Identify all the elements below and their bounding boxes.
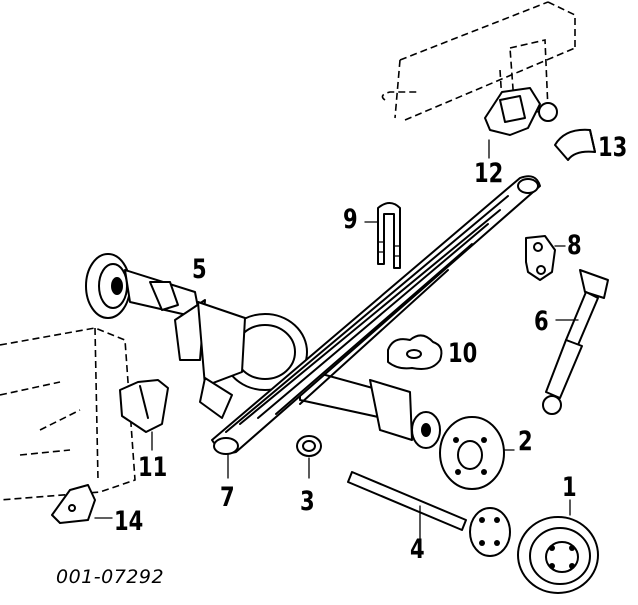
callout-14: 14 bbox=[114, 506, 144, 537]
callout-2: 2 bbox=[518, 426, 533, 457]
callout-11: 11 bbox=[138, 452, 168, 483]
brake-drum bbox=[517, 499, 599, 594]
leader-lines bbox=[227, 453, 421, 541]
callout-9: 9 bbox=[343, 204, 358, 235]
callout-5: 5 bbox=[192, 254, 207, 285]
callout-6: 6 bbox=[534, 306, 549, 337]
spring-shackle bbox=[525, 235, 566, 281]
diagram-part-code: 001-07292 bbox=[56, 566, 165, 588]
u-bolt bbox=[364, 202, 401, 269]
spring-pad bbox=[387, 334, 443, 370]
spring-bushing bbox=[554, 128, 596, 161]
wheel-bearing bbox=[296, 435, 322, 457]
callout-8: 8 bbox=[567, 230, 582, 261]
callout-4: 4 bbox=[410, 534, 425, 565]
shock-absorber bbox=[542, 269, 609, 415]
callout-1: 1 bbox=[562, 472, 577, 503]
callout-7: 7 bbox=[220, 482, 235, 513]
spring-hanger-bracket bbox=[484, 87, 558, 159]
callout-10: 10 bbox=[448, 338, 478, 369]
callout-3: 3 bbox=[300, 486, 315, 517]
axle-shaft bbox=[347, 471, 511, 557]
callout-13: 13 bbox=[598, 132, 628, 163]
frame-rail-front bbox=[0, 327, 136, 501]
spring-bracket bbox=[119, 379, 169, 451]
callout-12: 12 bbox=[474, 158, 504, 189]
bumper-bracket bbox=[51, 484, 113, 524]
brake-backing-plate bbox=[439, 416, 515, 490]
leaf-spring bbox=[211, 175, 541, 455]
axle-housing bbox=[85, 253, 441, 449]
